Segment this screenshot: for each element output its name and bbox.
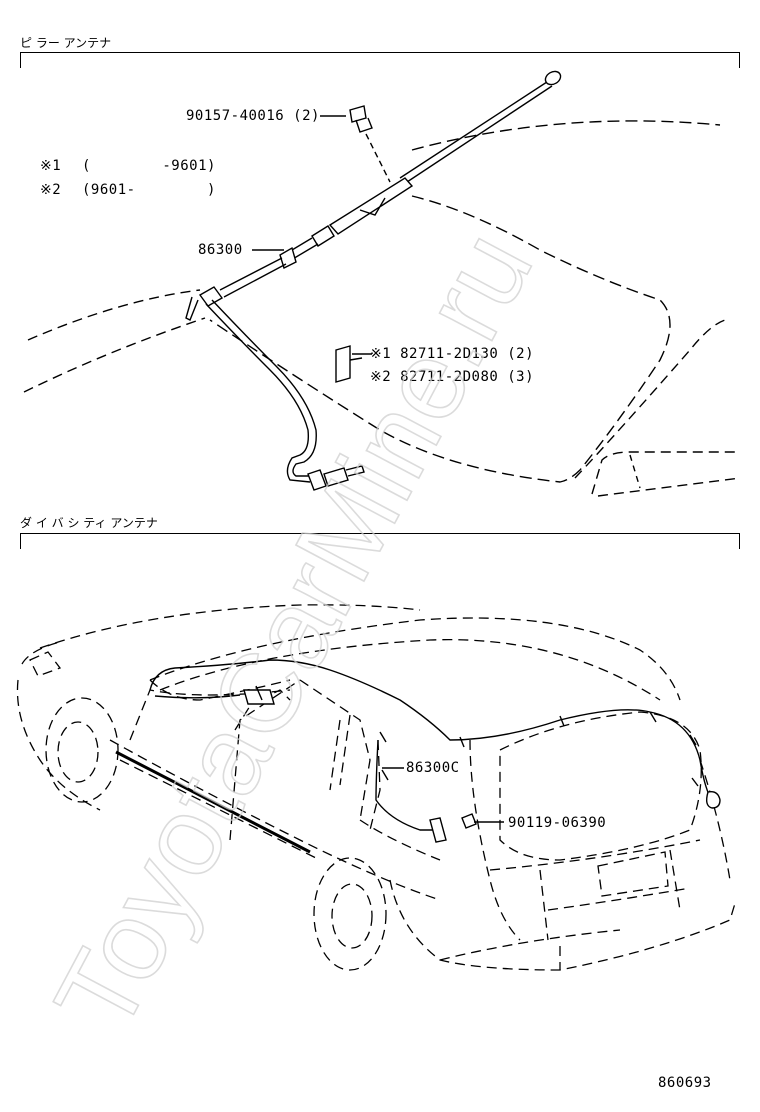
figure-number: 860693 bbox=[658, 1075, 712, 1091]
clip-part-number-2: ※2 82711-2D080 (3) bbox=[370, 369, 535, 385]
note-2-mark: ※2 bbox=[40, 182, 62, 198]
screw-part-number: 90119-06390 bbox=[508, 815, 607, 831]
section1-title: ピ ラー アンテナ bbox=[20, 36, 112, 50]
bolt-part-number: 90157-40016 (2) bbox=[186, 108, 320, 124]
diversity-antenna-part-number: 86300C bbox=[406, 760, 460, 776]
section2-frame-right-tick bbox=[739, 533, 740, 549]
section2-title: ダ イ バ シ ティ アンテナ bbox=[20, 516, 158, 530]
section2-frame-left-tick bbox=[20, 533, 21, 549]
section2-frame-line bbox=[20, 533, 740, 534]
section1-frame-right-tick bbox=[739, 52, 740, 68]
antenna-part-number: 86300 bbox=[198, 242, 243, 258]
clip-part-number-1: ※1 82711-2D130 (2) bbox=[370, 346, 535, 362]
note-2-range: (9601- ) bbox=[82, 182, 216, 198]
section1-frame-left-tick bbox=[20, 52, 21, 68]
note-1-mark: ※1 bbox=[40, 158, 62, 174]
note-1-range: ( -9601) bbox=[82, 158, 216, 174]
section1-frame-line bbox=[20, 52, 740, 53]
